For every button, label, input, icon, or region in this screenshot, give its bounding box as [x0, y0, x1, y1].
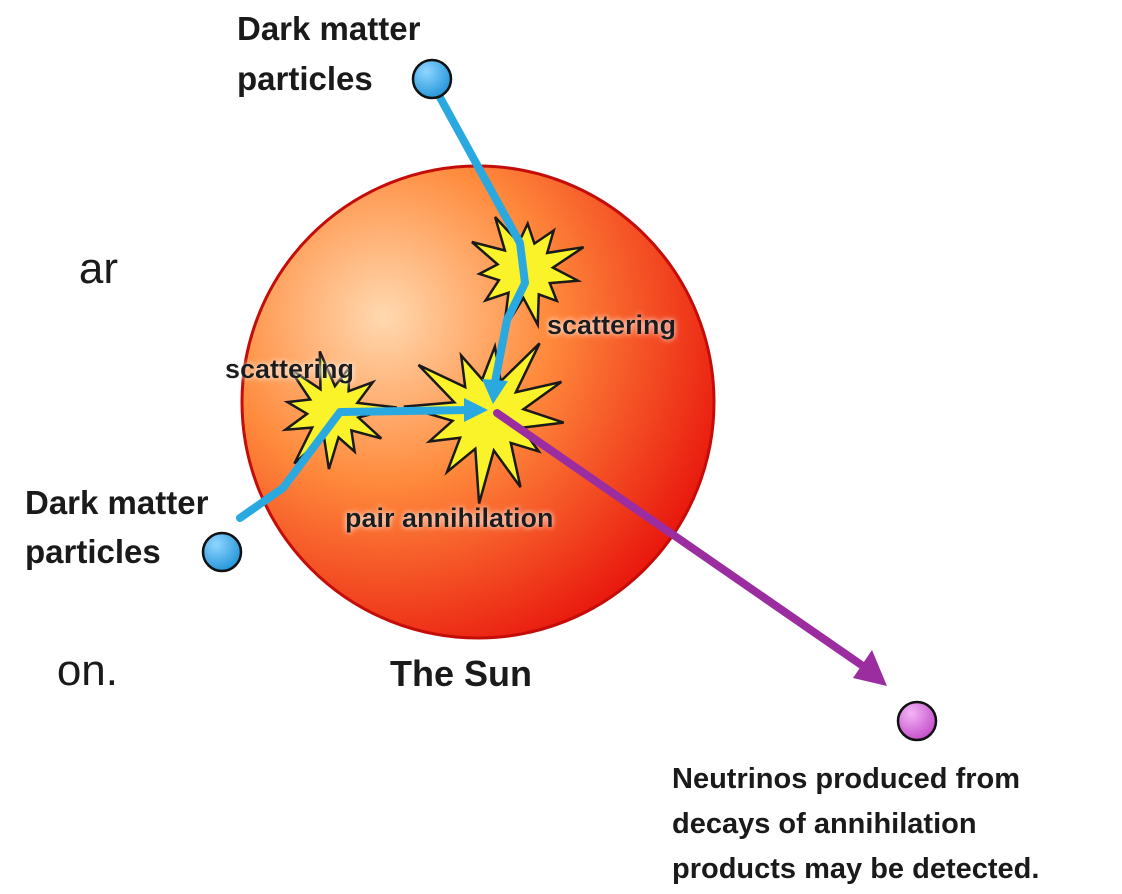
- cropped-text-fragment-1: ar: [79, 244, 118, 293]
- dark-matter-particle-top: [413, 60, 451, 98]
- neutrinos-caption-line3: products may be detected.: [672, 853, 1039, 885]
- dark-matter-label-top-line1: Dark matter: [237, 10, 421, 47]
- dark-matter-particle-left: [203, 533, 241, 571]
- scattering-label-right: scattering: [547, 310, 676, 340]
- neutrinos-caption-line2: decays of annihilation: [672, 808, 977, 840]
- dark-matter-label-top-line2: particles: [237, 60, 373, 97]
- neutrino-particle: [898, 702, 936, 740]
- neutrino-arrowhead: [853, 650, 887, 686]
- pair-annihilation-label: pair annihilation: [345, 503, 554, 533]
- neutrinos-caption-line1: Neutrinos produced from: [672, 763, 1020, 795]
- dark-matter-label-left-line1: Dark matter: [25, 484, 209, 521]
- scattering-label-left: scattering: [225, 354, 354, 384]
- cropped-text-fragment-2: on.: [57, 646, 118, 695]
- dark-matter-label-left-line2: particles: [25, 533, 161, 570]
- sun-label: The Sun: [390, 653, 532, 694]
